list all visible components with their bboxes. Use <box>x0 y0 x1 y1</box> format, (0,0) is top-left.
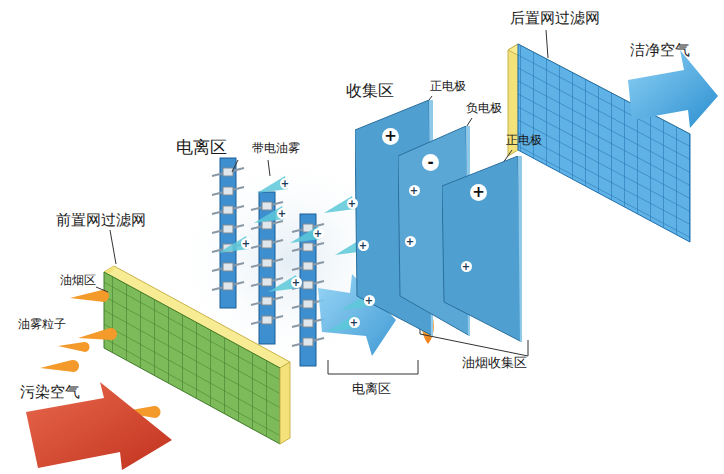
charge-sign: + <box>461 261 472 272</box>
polarity-sign: + <box>470 184 487 201</box>
charge-sign: + <box>405 236 416 247</box>
charge-sign: + <box>313 228 324 239</box>
charge-sign: + <box>347 198 358 209</box>
charge-sign: + <box>280 178 291 189</box>
charge-sign: + <box>358 240 369 251</box>
zone-label: 油烟收集区 <box>462 356 527 371</box>
particle-label: 带电油雾 <box>252 142 300 156</box>
polarity-sign: + <box>382 128 399 145</box>
air-label: 洁净空气 <box>630 42 690 59</box>
charge-sign: + <box>409 185 420 196</box>
charge-sign: + <box>364 295 375 306</box>
electrode-label: 正电极 <box>430 80 466 94</box>
zone-label: 电离区 <box>352 382 391 397</box>
filter-label: 前置网过滤网 <box>56 212 146 229</box>
zone-label: 油烟区 <box>60 274 96 288</box>
charge-sign: + <box>241 238 252 249</box>
filter-label: 后置网过滤网 <box>510 10 600 27</box>
zone-label: 电离区 <box>176 138 227 158</box>
charge-sign: + <box>277 208 288 219</box>
electrode-plate: + <box>442 156 522 342</box>
electrode-label: 正电极 <box>506 134 542 148</box>
polarity-sign: - <box>422 154 439 171</box>
electrode-label: 负电极 <box>466 102 502 116</box>
particle-label: 油雾粒子 <box>18 318 66 332</box>
charge-sign: + <box>349 317 360 328</box>
charge-sign: + <box>291 277 302 288</box>
zone-label: 收集区 <box>346 82 394 100</box>
air-label: 污染空气 <box>20 384 80 401</box>
